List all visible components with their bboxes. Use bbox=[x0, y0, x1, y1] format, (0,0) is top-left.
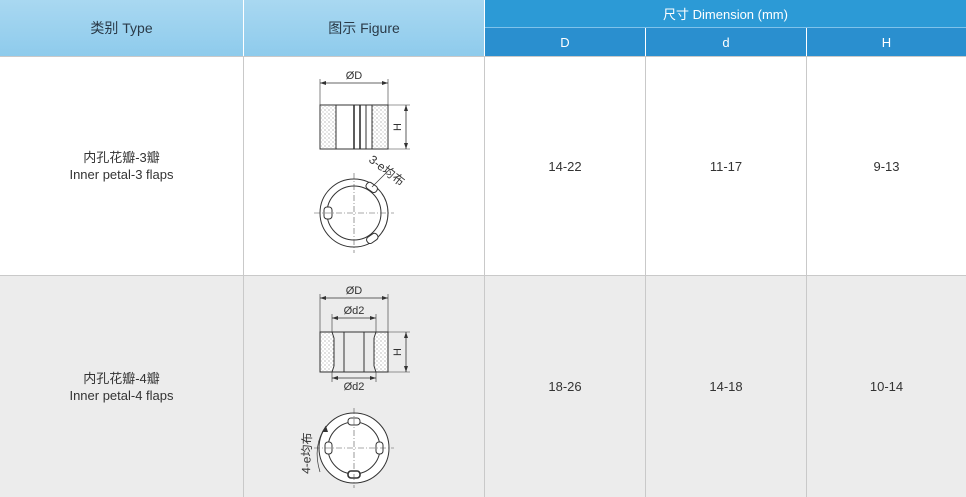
header-col-D: D bbox=[485, 28, 645, 56]
label-outer-diameter: ØD bbox=[346, 70, 363, 82]
figure-3-flaps: ØD H 3-e均布 bbox=[314, 70, 410, 253]
header-col-H: H bbox=[807, 28, 966, 56]
header-col-d: d bbox=[646, 28, 806, 56]
column-divider bbox=[645, 56, 646, 497]
value-d: 11-17 bbox=[709, 158, 743, 174]
value-H: 10-14 bbox=[869, 379, 904, 394]
header-divider bbox=[484, 0, 485, 56]
header-dimension-label: 尺寸 Dimension (mm) bbox=[663, 7, 788, 22]
value-D: 18-26 bbox=[548, 379, 582, 394]
header-divider bbox=[243, 0, 244, 56]
figure-4-flaps: ØD Ød2 H bbox=[299, 285, 410, 488]
table-row-2-d: 14-18 bbox=[646, 276, 806, 497]
row-divider bbox=[0, 56, 966, 57]
header-divider bbox=[806, 28, 807, 56]
column-divider bbox=[806, 56, 807, 497]
table-row-2-D: 18-26 bbox=[485, 276, 645, 497]
header-divider bbox=[645, 28, 646, 56]
header-col-H-label: H bbox=[881, 34, 892, 50]
label-height: H bbox=[392, 348, 404, 356]
header-type: 类别 Type bbox=[0, 0, 243, 56]
header-figure-label: 图示 Figure bbox=[328, 20, 400, 36]
type-name-cn: 内孔花瓣-4瓣 bbox=[83, 370, 160, 386]
table-row-2-H: 10-14 bbox=[807, 276, 966, 497]
header-col-d-label: d bbox=[722, 34, 730, 50]
table-row-1-H: 9-13 bbox=[807, 57, 966, 275]
table-row-2-type: 内孔花瓣-4瓣 Inner petal-4 flaps bbox=[0, 276, 243, 497]
table-row-1-type: 内孔花瓣-3瓣 Inner petal-3 flaps bbox=[0, 57, 243, 275]
column-divider bbox=[484, 56, 485, 497]
table-row-1-d: 11-17 bbox=[646, 57, 806, 275]
type-name-en: Inner petal-4 flaps bbox=[69, 387, 174, 403]
type-name-cn: 内孔花瓣-3瓣 bbox=[83, 150, 160, 165]
value-d: 14-18 bbox=[709, 379, 743, 394]
header-col-D-label: D bbox=[560, 34, 570, 50]
header-divider bbox=[485, 27, 966, 28]
value-H: 9-13 bbox=[873, 158, 900, 174]
row-divider bbox=[0, 275, 966, 276]
type-name-en: Inner petal-3 flaps bbox=[69, 167, 174, 182]
label-height: H bbox=[392, 123, 404, 131]
table-row-1-D: 14-22 bbox=[485, 57, 645, 275]
value-D: 14-22 bbox=[548, 158, 582, 174]
header-type-label: 类别 Type bbox=[90, 20, 153, 36]
column-divider bbox=[243, 56, 244, 497]
table-row-2-figure: ØD Ød2 H bbox=[244, 276, 484, 497]
table-row-1-figure: ØD H 3-e均布 bbox=[244, 57, 484, 275]
label-inner-top: Ød2 bbox=[344, 305, 365, 317]
header-figure: 图示 Figure bbox=[244, 0, 484, 56]
label-holes: 4-e均布 bbox=[299, 432, 314, 474]
header-dimension: 尺寸 Dimension (mm) bbox=[485, 0, 966, 27]
label-inner-bottom: Ød2 bbox=[344, 381, 365, 393]
label-outer-diameter: ØD bbox=[346, 285, 363, 297]
